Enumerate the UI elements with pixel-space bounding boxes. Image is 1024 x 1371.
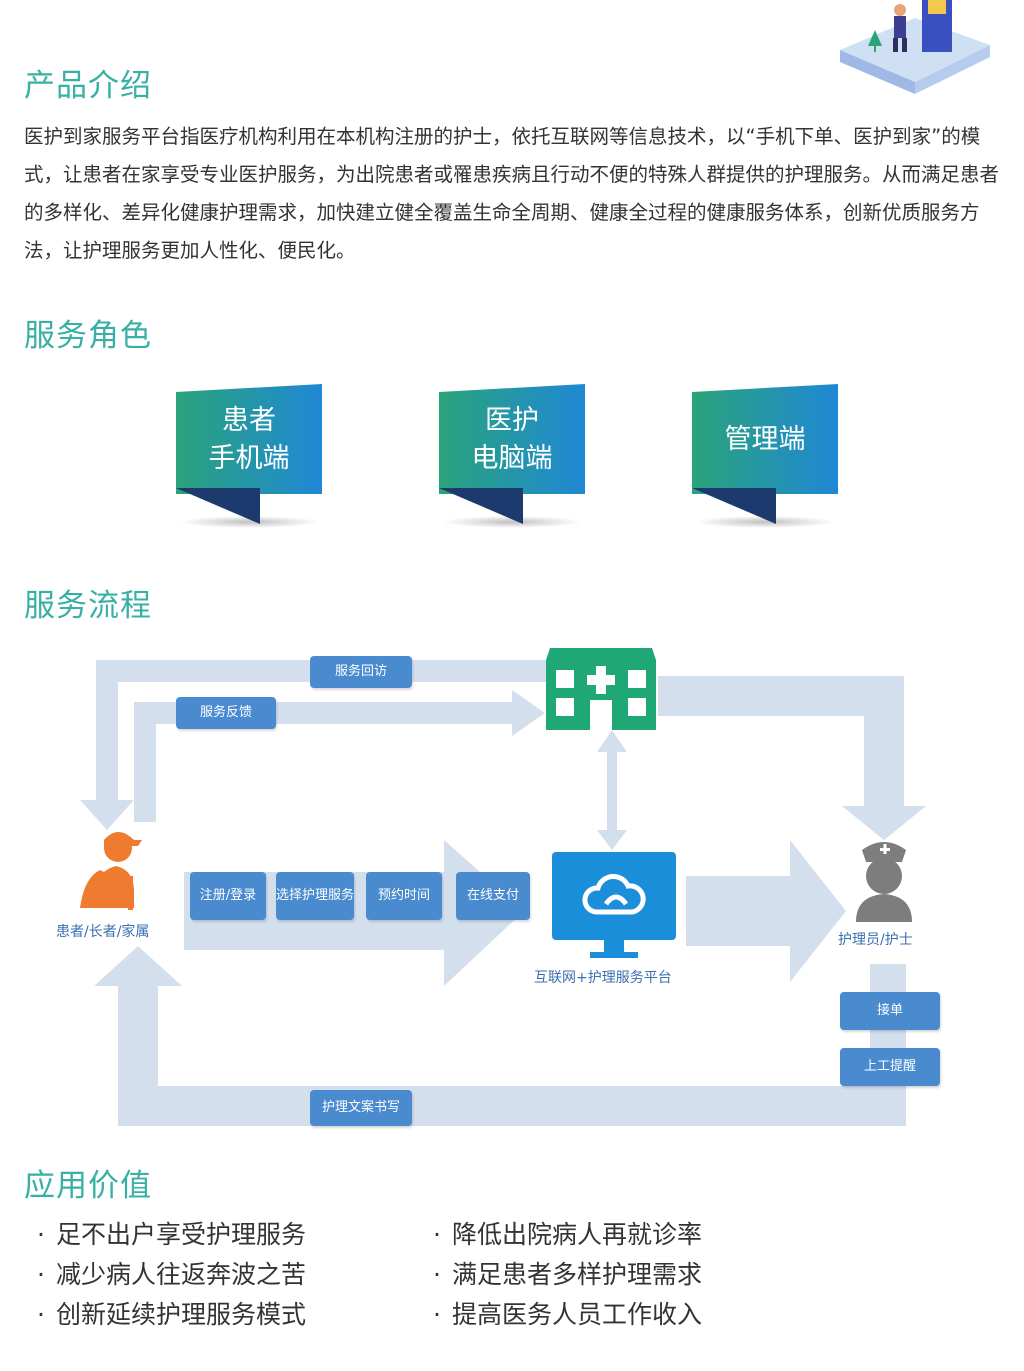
role-card-line2: 电脑端 [471,443,553,474]
list-item: 足不出户享受护理服务 [26,1215,306,1255]
role-card-patient-mobile[interactable]: 患者 手机端 [174,384,324,529]
patient-caption: 患者/长者/家属 [56,924,150,940]
role-card-line2: 手机端 [208,443,290,474]
feedback-label: 服务反馈 [176,697,276,729]
platform-caption: 互联网+护理服务平台 [534,970,672,986]
start-reminder-label: 上工提醒 [840,1048,940,1086]
nurse-caption: 护理员/护士 [838,932,913,948]
elderly-person-icon [80,832,142,910]
step-select-service: 选择护理服务 [276,872,354,920]
step-register-login: 注册/登录 [190,872,266,920]
step-appointment-time: 预约时间 [366,872,442,920]
intro-title: 产品介绍 [24,68,152,104]
cloud-monitor-icon [552,852,676,958]
accept-order-label: 接单 [840,992,940,1030]
value-title: 应用价值 [24,1168,152,1204]
service-flow-diagram: 服务回访 服务反馈 患者/长者/家属 注册/登录 选择护理服务 预约时间 在线支… [0,640,1024,1140]
role-card-line1: 医护 [485,405,539,436]
hospital-icon [546,648,656,730]
list-item: 减少病人往返奔波之苦 [26,1255,306,1295]
roles-title: 服务角色 [24,318,152,354]
list-item: 提高医务人员工作收入 [422,1295,702,1335]
role-card-medical-desktop[interactable]: 医护 电脑端 [437,384,587,529]
hero-illustration [830,0,1000,100]
list-item: 创新延续护理服务模式 [26,1295,306,1335]
role-card-admin[interactable]: 管理端 [690,384,840,529]
list-item: 满足患者多样护理需求 [422,1255,702,1295]
return-visit-label: 服务回访 [310,656,412,688]
role-card-line1: 管理端 [724,424,806,455]
intro-text: 医护到家服务平台指医疗机构利用在本机构注册的护士，依托互联网等信息技术，以“手机… [24,125,1000,262]
values-list-left: 足不出户享受护理服务 减少病人往返奔波之苦 创新延续护理服务模式 [26,1215,306,1335]
role-card-line1: 患者 [222,405,276,436]
list-item: 降低出院病人再就诊率 [422,1215,702,1255]
step-online-payment: 在线支付 [456,872,530,920]
flow-title: 服务流程 [24,588,152,624]
nurse-icon [856,842,912,922]
record-writing-label: 护理文案书写 [310,1090,412,1126]
values-list-right: 降低出院病人再就诊率 满足患者多样护理需求 提高医务人员工作收入 [422,1215,702,1335]
